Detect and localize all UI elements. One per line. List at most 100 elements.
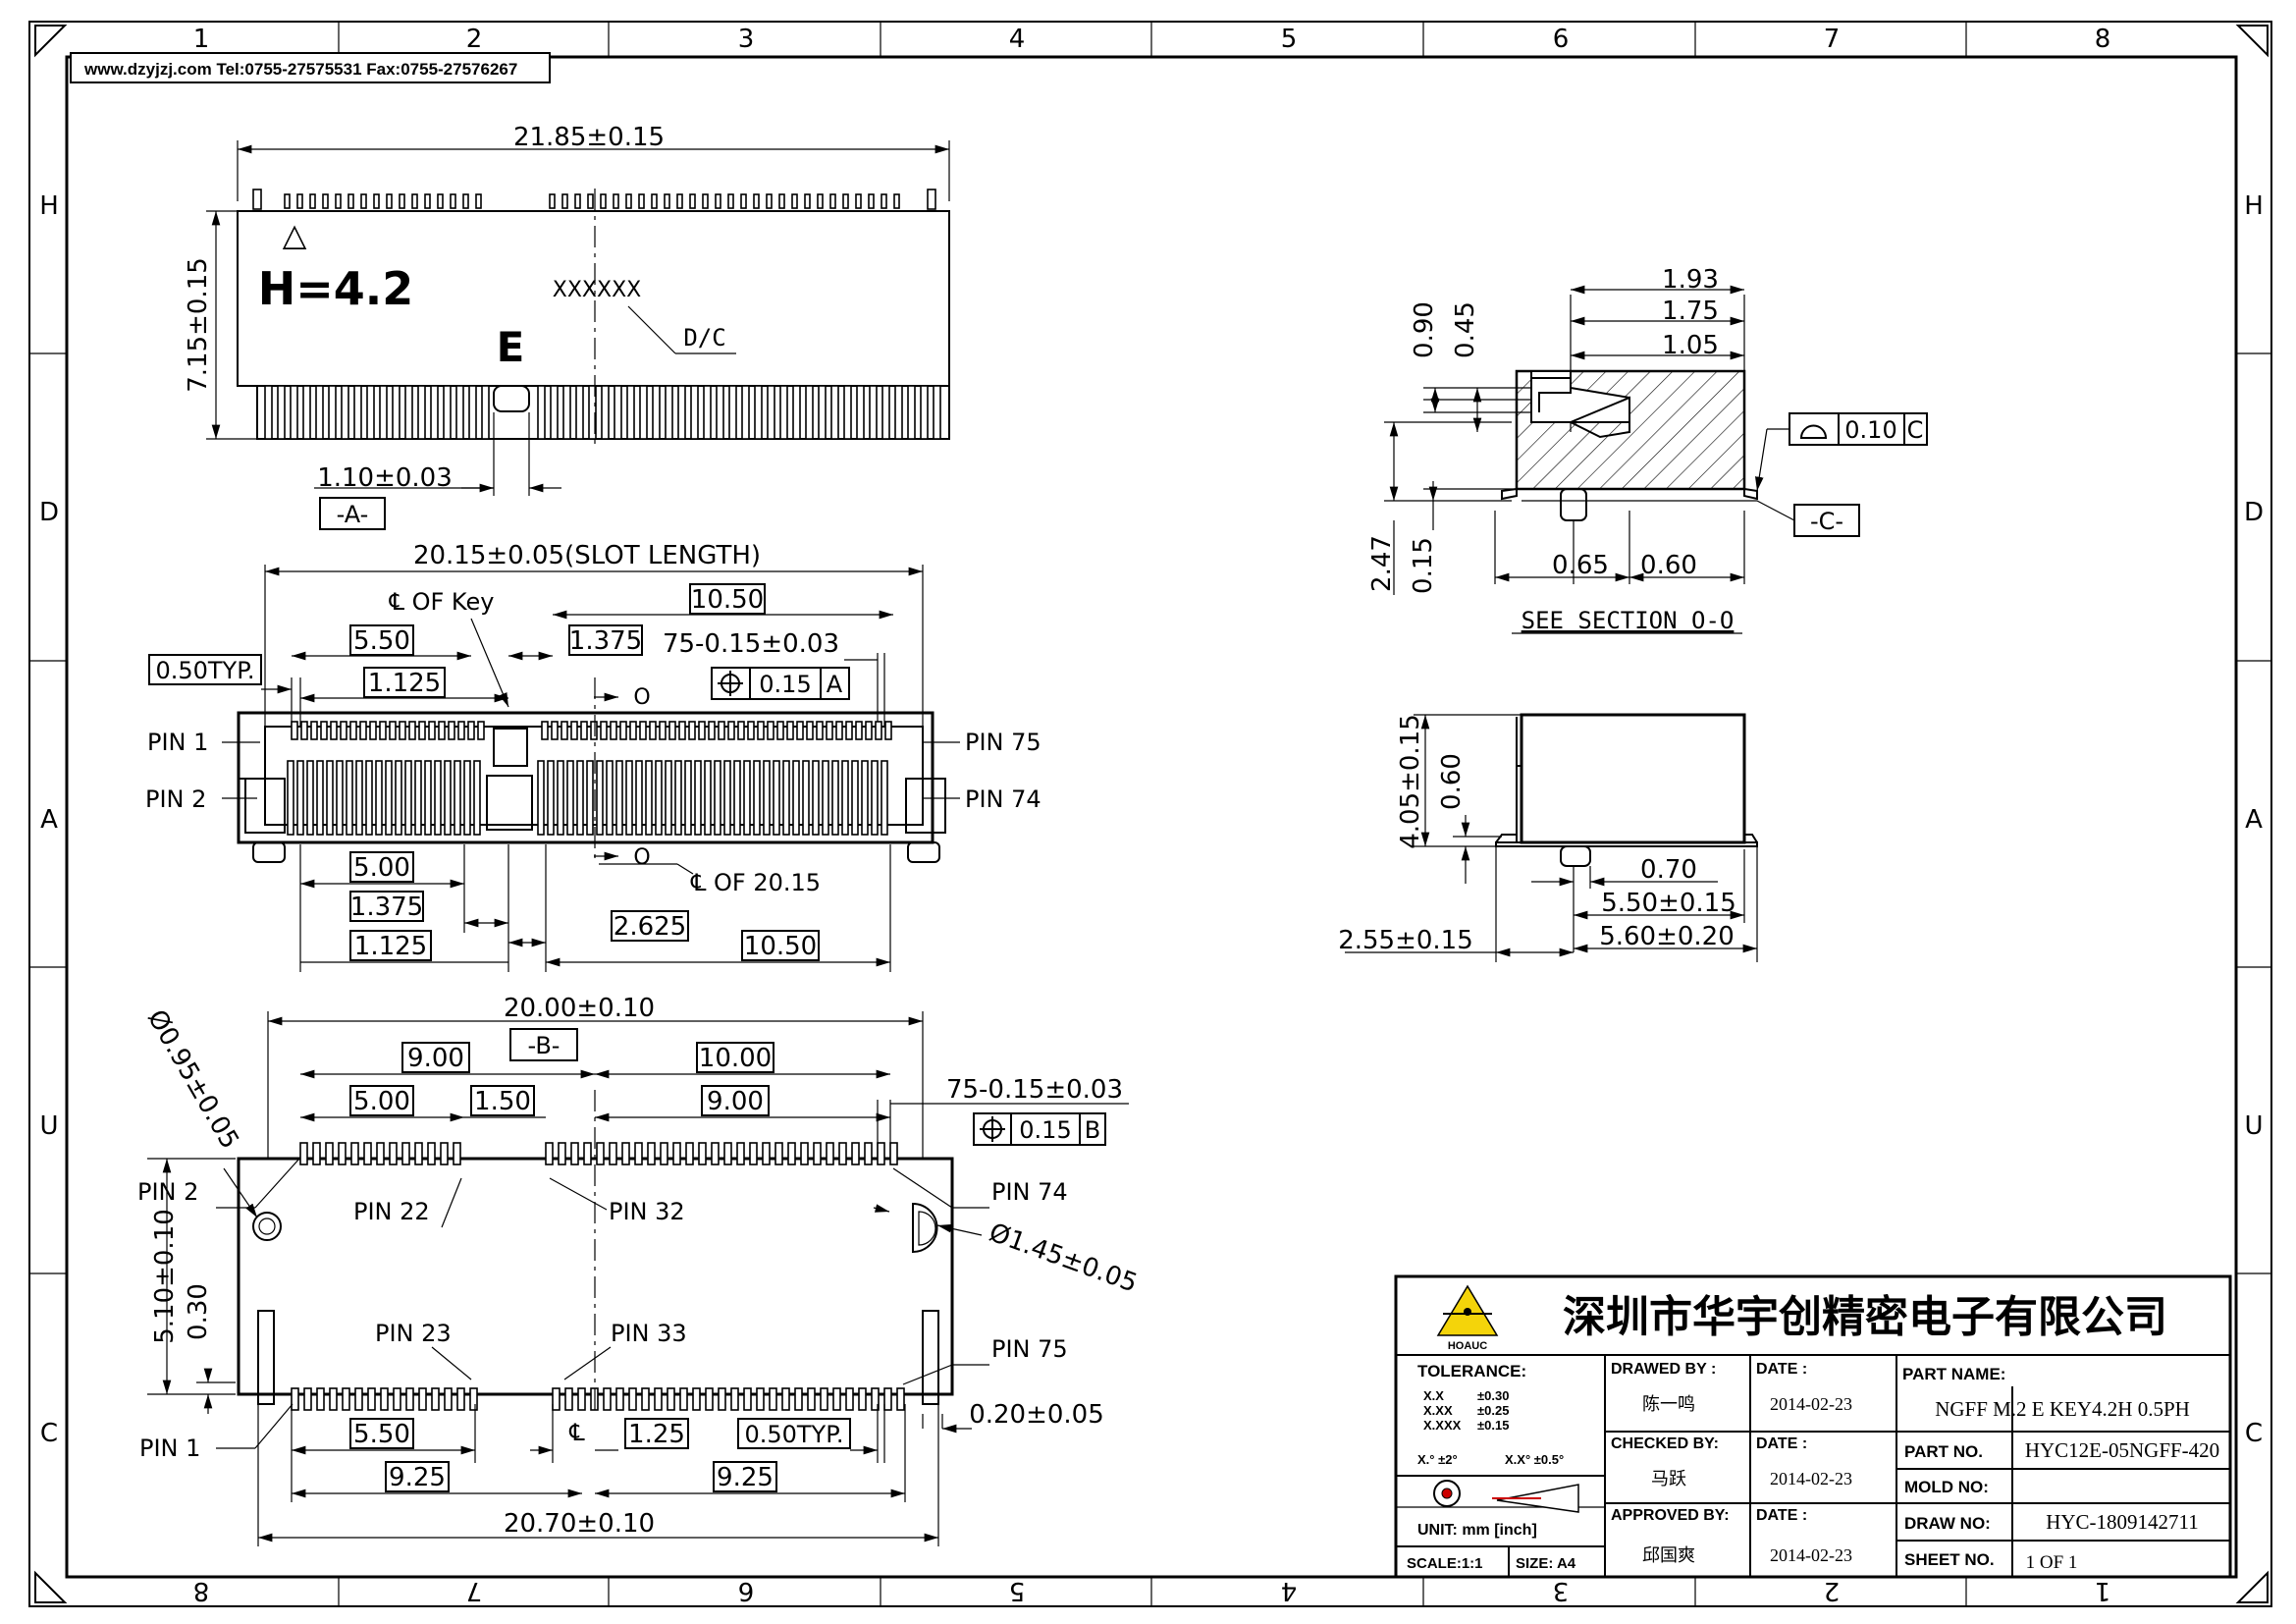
dim-0-70: 0.70	[1640, 855, 1697, 885]
dim-75-pins-bv: 75-0.15±0.03	[946, 1075, 1123, 1105]
cl-mark: ℄	[568, 1419, 585, 1446]
pin-stub	[727, 193, 734, 209]
pin-stub	[629, 721, 637, 740]
top-view: 21.85±0.15 7.15±0.15 △ H=4.2 E XXXXXX D/…	[184, 123, 950, 530]
pin-stub	[674, 760, 682, 836]
dim-0-60-sv: 0.60	[1437, 753, 1467, 810]
pin-stub	[877, 1142, 885, 1165]
dim-10-00: 10.00	[699, 1044, 772, 1073]
row-letter: C	[40, 1419, 58, 1448]
pin-stub	[677, 385, 686, 440]
pin-stub	[796, 721, 804, 740]
dim-1-25: 1.25	[628, 1420, 685, 1449]
dim-10-50-top: 10.50	[691, 585, 764, 615]
pin-stub	[665, 385, 673, 440]
pin-stub	[881, 385, 890, 440]
pin-stub	[641, 1387, 650, 1411]
part-name-label: PART NAME:	[1902, 1365, 2005, 1383]
pin-stub	[316, 760, 324, 836]
pin-stub	[820, 1387, 828, 1411]
dim-overall-width: 21.85±0.15	[513, 123, 665, 152]
section-mark-bottom: O	[633, 845, 650, 870]
pin-stub	[845, 1387, 854, 1411]
pin-stub	[404, 385, 413, 440]
pin-stub	[399, 193, 405, 209]
pin-stub	[621, 1142, 630, 1165]
pin-stub	[299, 1142, 308, 1165]
pin-stub	[723, 1142, 732, 1165]
pin-stub	[545, 1142, 554, 1165]
pin-stub	[875, 721, 882, 740]
pin-stub	[698, 721, 706, 740]
pin-stub	[326, 760, 334, 836]
pin-stub	[287, 760, 294, 836]
pin-stub	[826, 721, 833, 740]
pin-stub	[462, 193, 469, 209]
pin2-label-bv: PIN 2	[137, 1178, 198, 1206]
pin-stub	[774, 1142, 783, 1165]
datecode-label: D/C	[683, 324, 725, 352]
locating-hole-large	[912, 1202, 938, 1254]
pin-stub	[684, 760, 692, 836]
dim-5-10: 5.10±0.10	[150, 1209, 180, 1344]
pin-stub	[920, 385, 929, 440]
pin-stub	[634, 1142, 643, 1165]
pin-stub	[369, 721, 377, 740]
pin-stub	[399, 721, 406, 740]
pin-stub	[473, 760, 481, 836]
dim-5-50: 5.50	[353, 626, 410, 656]
pin-stub	[252, 189, 262, 210]
pin22-label: PIN 22	[353, 1198, 430, 1225]
pin-stub	[804, 193, 811, 209]
pin-stub	[389, 721, 397, 740]
pin-stub	[322, 193, 329, 209]
bottom-view-pins-top	[299, 1142, 898, 1165]
row-letter: A	[2245, 805, 2263, 835]
pin-stub	[818, 385, 827, 440]
column-numbers-top: 1 2 3 4 5 6 7 8	[193, 25, 2111, 54]
date-label: DATE :	[1756, 1507, 1807, 1524]
pin-stub	[562, 385, 571, 440]
dim-20-70: 20.70±0.10	[504, 1509, 655, 1539]
position-tol: 0.15	[759, 671, 811, 698]
pin-stub	[481, 385, 490, 440]
pin-stub	[728, 385, 737, 440]
pitch-typ-bv: 0.50TYP.	[744, 1421, 843, 1448]
pin-stub	[596, 1142, 605, 1165]
pin-stub	[865, 721, 873, 740]
pin-stub	[418, 1387, 427, 1411]
part-name: NGFF M.2 E KEY4.2H 0.5PH	[1935, 1397, 2190, 1421]
pin-stub	[600, 193, 607, 209]
pin-stub	[647, 1142, 656, 1165]
pin-stub	[468, 385, 477, 440]
pin-stub	[379, 721, 387, 740]
pin-stub	[309, 193, 316, 209]
datecode-mark: XXXXXX	[553, 278, 641, 302]
sheet-no-label: SHEET NO.	[1904, 1550, 1995, 1569]
drawing-frame	[28, 21, 2272, 1607]
pin-stub	[655, 760, 663, 836]
pin32-label: PIN 32	[609, 1198, 685, 1225]
pin-stub	[264, 385, 273, 440]
dim-1-125-top: 1.125	[368, 669, 441, 698]
pin-stub	[816, 721, 824, 740]
scale: SCALE:1:1	[1407, 1555, 1483, 1572]
pin-stub	[379, 385, 388, 440]
col-num: 3	[1553, 1576, 1570, 1605]
pin-stub	[740, 193, 747, 209]
pin1-label: PIN 1	[147, 729, 208, 756]
dim-10-50-bottom: 10.50	[744, 932, 817, 961]
pin-stub	[583, 1142, 592, 1165]
col-num: 8	[2095, 25, 2111, 54]
pin-stub	[651, 193, 658, 209]
pin-stub	[753, 193, 760, 209]
col-num: 5	[1009, 1576, 1026, 1605]
pin-stub	[570, 721, 578, 740]
sheet-no: 1 OF 1	[2026, 1552, 2078, 1573]
locating-hole-small	[252, 1212, 282, 1241]
pin-stub	[291, 721, 298, 740]
pin-stub	[773, 760, 780, 836]
pin-stub	[453, 1142, 461, 1165]
datum-c: -C-	[1810, 508, 1843, 535]
pin-stub	[405, 1387, 414, 1411]
